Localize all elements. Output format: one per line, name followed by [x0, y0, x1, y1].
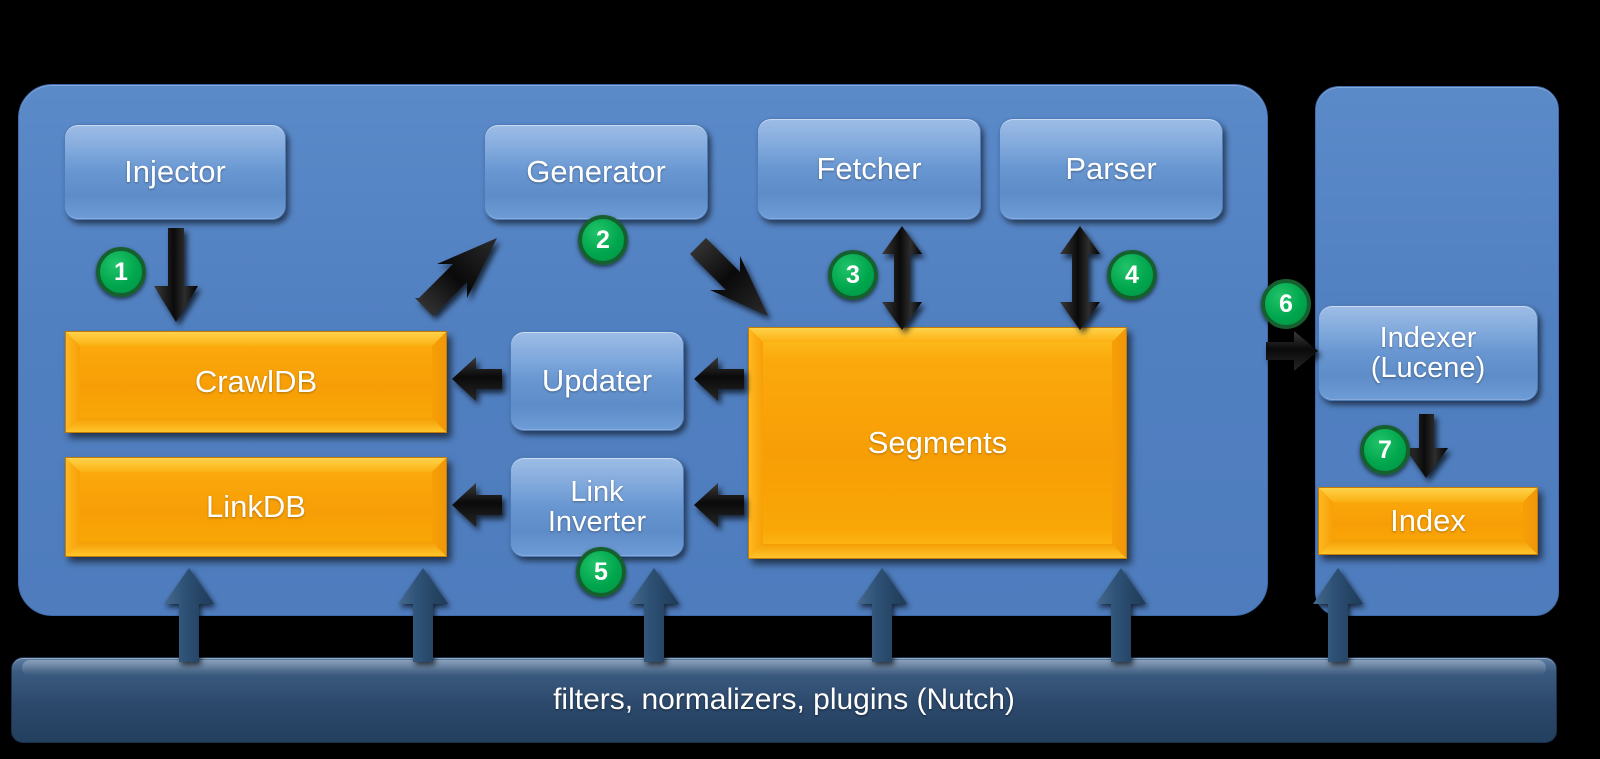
arrow-left-segments-to-link-inverter	[694, 481, 746, 529]
process-box-updater[interactable]: Updater	[510, 331, 684, 431]
plugin-arrow-3	[627, 568, 681, 662]
step-badge-6-number: 6	[1279, 289, 1293, 318]
arrow-right-segments-to-indexer	[1266, 330, 1318, 372]
step-badge-3: 3	[828, 250, 878, 300]
plugin-arrow-5	[1094, 568, 1148, 662]
plugin-arrow-1	[162, 568, 216, 662]
process-box-injector-label: Injector	[124, 153, 226, 189]
process-box-link-inverter-label: Link Inverter	[547, 475, 647, 538]
process-box-injector[interactable]: Injector	[64, 124, 286, 220]
process-box-generator-label: Generator	[526, 153, 666, 189]
data-box-crawldb-label: CrawlDB	[194, 364, 318, 399]
step-badge-5-number: 5	[594, 557, 608, 586]
step-badge-7: 7	[1360, 425, 1410, 475]
process-box-indexer-label: Indexer (Lucene)	[1370, 321, 1486, 384]
plugin-bar[interactable]: filters, normalizers, plugins (Nutch)	[11, 657, 1557, 743]
arrow-bidirectional-parser-segments	[1058, 226, 1102, 330]
step-badge-5: 5	[576, 547, 626, 597]
arrow-left-link-inverter-to-linkdb	[452, 481, 504, 529]
plugin-arrow-6	[1311, 568, 1365, 662]
process-box-parser[interactable]: Parser	[999, 118, 1223, 220]
step-badge-2-number: 2	[596, 225, 610, 254]
arrow-down-injector-to-crawldb	[152, 228, 200, 324]
step-badge-7-number: 7	[1378, 435, 1392, 464]
data-box-index[interactable]: Index	[1318, 487, 1538, 555]
arrow-left-updater-to-crawldb	[452, 355, 504, 403]
data-box-index-label: Index	[1390, 503, 1466, 538]
data-box-segments-label: Segments	[867, 425, 1008, 460]
step-badge-4: 4	[1107, 250, 1157, 300]
step-badge-2: 2	[578, 215, 628, 265]
process-box-indexer[interactable]: Indexer (Lucene)	[1318, 305, 1538, 401]
data-box-segments[interactable]: Segments	[748, 327, 1127, 559]
process-box-updater-label: Updater	[541, 362, 653, 398]
arrow-diagonal-crawldb-to-generator	[415, 232, 501, 320]
process-box-parser-label: Parser	[1065, 150, 1157, 186]
plugin-arrow-4	[855, 568, 909, 662]
data-box-crawldb[interactable]: CrawlDB	[65, 331, 447, 433]
process-box-fetcher-label: Fetcher	[816, 150, 922, 186]
data-box-linkdb-label: LinkDB	[206, 489, 306, 524]
data-box-linkdb[interactable]: LinkDB	[65, 457, 447, 557]
step-badge-3-number: 3	[846, 260, 860, 289]
process-box-fetcher[interactable]: Fetcher	[757, 118, 981, 220]
arrow-down-indexer-to-index	[1404, 414, 1450, 480]
plugin-bar-label: filters, normalizers, plugins (Nutch)	[553, 683, 1015, 716]
process-box-generator[interactable]: Generator	[484, 124, 708, 220]
step-badge-1-number: 1	[114, 257, 128, 286]
process-box-link-inverter[interactable]: Link Inverter	[510, 457, 684, 557]
step-badge-6: 6	[1261, 279, 1311, 329]
arrow-left-segments-to-updater	[694, 355, 746, 403]
arrow-diagonal-generator-to-segments	[690, 238, 772, 322]
step-badge-4-number: 4	[1125, 260, 1139, 289]
plugin-arrow-2	[396, 568, 450, 662]
step-badge-1: 1	[96, 247, 146, 297]
arrow-bidirectional-fetcher-segments	[880, 226, 924, 330]
